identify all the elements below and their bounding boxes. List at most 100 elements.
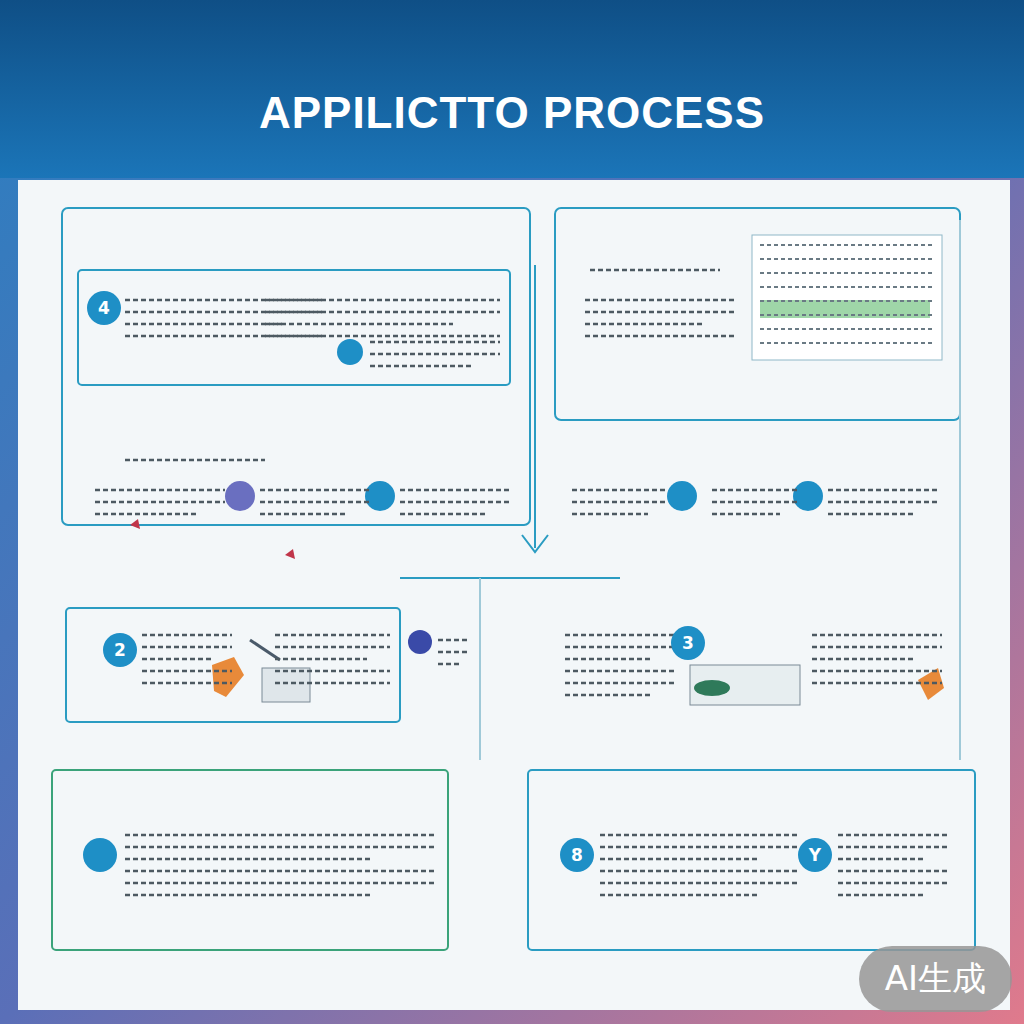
text-stroke [838, 882, 948, 885]
table-row [760, 258, 935, 260]
text-stroke [838, 894, 926, 897]
guide-line [479, 578, 481, 760]
text-stroke [275, 634, 390, 637]
frame [528, 770, 975, 950]
text-stroke [600, 858, 760, 861]
text-stroke [812, 634, 942, 637]
text-stroke [600, 870, 800, 873]
text-stroke [125, 459, 265, 462]
frame [78, 270, 510, 385]
text-stroke [600, 882, 800, 885]
text-stroke [812, 682, 942, 685]
text-stroke [370, 353, 500, 356]
step-number: 4 [98, 300, 110, 317]
frame [66, 608, 400, 722]
text-stroke [828, 513, 916, 516]
step-number: 3 [682, 635, 694, 652]
text-stroke [260, 489, 370, 492]
text-stroke [600, 894, 760, 897]
text-stroke [838, 834, 948, 837]
text-stroke [142, 646, 232, 649]
title: APPILICTTO PROCESS [0, 88, 1024, 138]
step-number: 8 [571, 847, 583, 864]
text-stroke [812, 670, 942, 673]
table-row [760, 328, 935, 330]
text-stroke [565, 670, 675, 673]
text-stroke [600, 834, 800, 837]
flow-arrow-line [534, 265, 536, 548]
text-stroke [275, 658, 367, 661]
text-stroke [565, 634, 675, 637]
text-stroke [125, 882, 435, 885]
text-stroke [812, 658, 916, 661]
text-stroke [265, 335, 500, 338]
text-stroke [585, 335, 735, 338]
text-stroke [125, 858, 373, 861]
text-stroke [275, 682, 390, 685]
table-row [760, 342, 935, 344]
table-graphic [752, 235, 942, 360]
text-stroke [95, 513, 199, 516]
watermark: AI生成 [859, 946, 1012, 1012]
guide-line [959, 220, 961, 760]
main-panel [18, 180, 1010, 1010]
text-stroke [828, 489, 938, 492]
step-circle: 8 [560, 838, 594, 872]
text-stroke [95, 501, 225, 504]
text-stroke [838, 870, 948, 873]
text-stroke [585, 323, 705, 326]
step-number: Y [809, 847, 821, 864]
text-stroke [125, 846, 435, 849]
text-stroke [142, 682, 232, 685]
text-stroke [125, 870, 435, 873]
text-stroke [260, 513, 348, 516]
text-stroke [838, 858, 926, 861]
text-stroke [400, 489, 510, 492]
text-stroke [838, 846, 948, 849]
text-stroke [370, 341, 500, 344]
text-stroke [565, 682, 675, 685]
text-stroke [572, 513, 648, 516]
text-stroke [265, 311, 500, 314]
text-stroke [812, 646, 942, 649]
text-stroke [712, 489, 797, 492]
illustration [130, 519, 944, 705]
text-stroke [142, 670, 232, 673]
text-stroke [572, 501, 667, 504]
text-stroke [400, 501, 510, 504]
text-stroke [125, 894, 373, 897]
frame [52, 770, 448, 950]
text-stroke [585, 299, 735, 302]
arrow-head [522, 535, 548, 552]
table-row [760, 300, 935, 302]
step-circle: 4 [87, 291, 121, 325]
text-stroke [565, 658, 653, 661]
step-dot [83, 339, 823, 872]
frame [62, 208, 530, 525]
frame [555, 208, 960, 420]
text-stroke [438, 663, 462, 666]
header-band [0, 0, 1024, 178]
text-stroke [142, 634, 232, 637]
text-stroke [125, 323, 285, 326]
table-row [760, 272, 935, 274]
text-stroke [370, 365, 474, 368]
text-stroke [142, 658, 214, 661]
text-stroke [600, 846, 800, 849]
text-stroke [125, 834, 435, 837]
text-stroke [125, 299, 325, 302]
text-stroke [275, 670, 390, 673]
step-circle: 3 [671, 626, 705, 660]
text-stroke [265, 323, 453, 326]
table-row [760, 286, 935, 288]
text-stroke [438, 639, 468, 642]
text-stroke [590, 269, 720, 272]
text-stroke [265, 299, 500, 302]
text-stroke [565, 694, 653, 697]
text-stroke [585, 311, 735, 314]
text-stroke [828, 501, 938, 504]
text-stroke [572, 489, 667, 492]
text-stroke [260, 501, 370, 504]
divider [400, 577, 620, 579]
